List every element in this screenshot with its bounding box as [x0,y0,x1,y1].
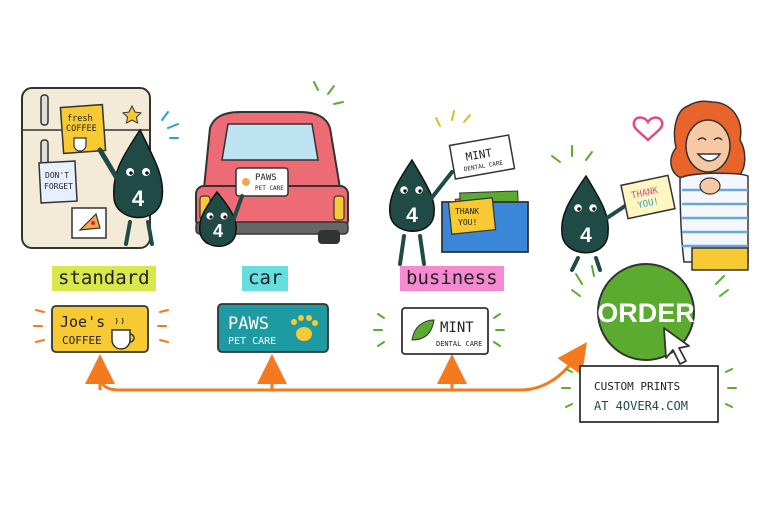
star-icon [121,104,143,124]
order-label: ORDER [597,298,695,328]
svg-text:DON'T: DON'T [45,171,69,180]
svg-text:YOU!: YOU! [458,218,477,227]
note-fresh-text: fresh [67,114,93,124]
svg-text:4: 4 [213,221,223,241]
business-line2: DENTAL CARE [436,340,482,348]
sample-car: PAWS PET CARE [217,303,329,353]
order-info-line2: AT 4OVER4.COM [594,399,688,413]
svg-text:PAWS: PAWS [255,173,277,183]
category-car: car [242,266,289,291]
cursor-icon [663,327,690,365]
standard-line2: COFFEE [62,334,102,347]
business-line1: MINT [440,320,474,336]
standard-line1: Joe's [60,313,105,331]
fridge-note-dont-forget: DON'T FORGET [38,160,78,204]
svg-text:4: 4 [406,204,418,227]
heart-icon [632,116,664,142]
svg-text:YOU!: YOU! [637,197,660,211]
order-info-box: CUSTOM PRINTS AT 4OVER4.COM [561,365,737,423]
sample-standard: Joe's COFFEE [33,305,169,353]
fridge-note-pizza [71,207,107,239]
car-line1: PAWS [228,314,269,334]
business-card-mint: MINT DENTAL CARE [435,110,516,180]
mascot-standard: 4 [97,111,179,246]
svg-text:4: 4 [580,224,592,247]
mascot-customer: 4 [551,145,630,272]
car-line2: PET CARE [228,336,276,347]
paw-icon [291,315,318,341]
mascot-business: 4 [388,158,454,266]
svg-text:4: 4 [132,186,145,211]
svg-text:THANK: THANK [455,207,479,216]
business-card-box: THANK YOU! [441,190,529,253]
note-coffee-text: COFFEE [66,124,97,134]
category-business: business [400,266,504,291]
flow-arrow [85,342,587,392]
category-standard: standard [52,266,156,291]
thank-you-card: THANK YOU! [620,174,676,220]
svg-text:PET CARE: PET CARE [255,185,284,192]
customer [670,100,749,271]
fridge-note-coffee: fresh COFFEE [59,103,107,155]
order-info-line1: CUSTOM PRINTS [594,380,680,393]
mascot-car: 4 [198,190,244,247]
svg-text:FORGET: FORGET [44,182,73,191]
svg-text:MINT: MINT [465,146,494,163]
car-sticker-paws: PAWS PET CARE [235,167,289,197]
order-button[interactable]: ORDER [571,263,729,361]
sample-business: MINT DENTAL CARE [373,307,505,355]
